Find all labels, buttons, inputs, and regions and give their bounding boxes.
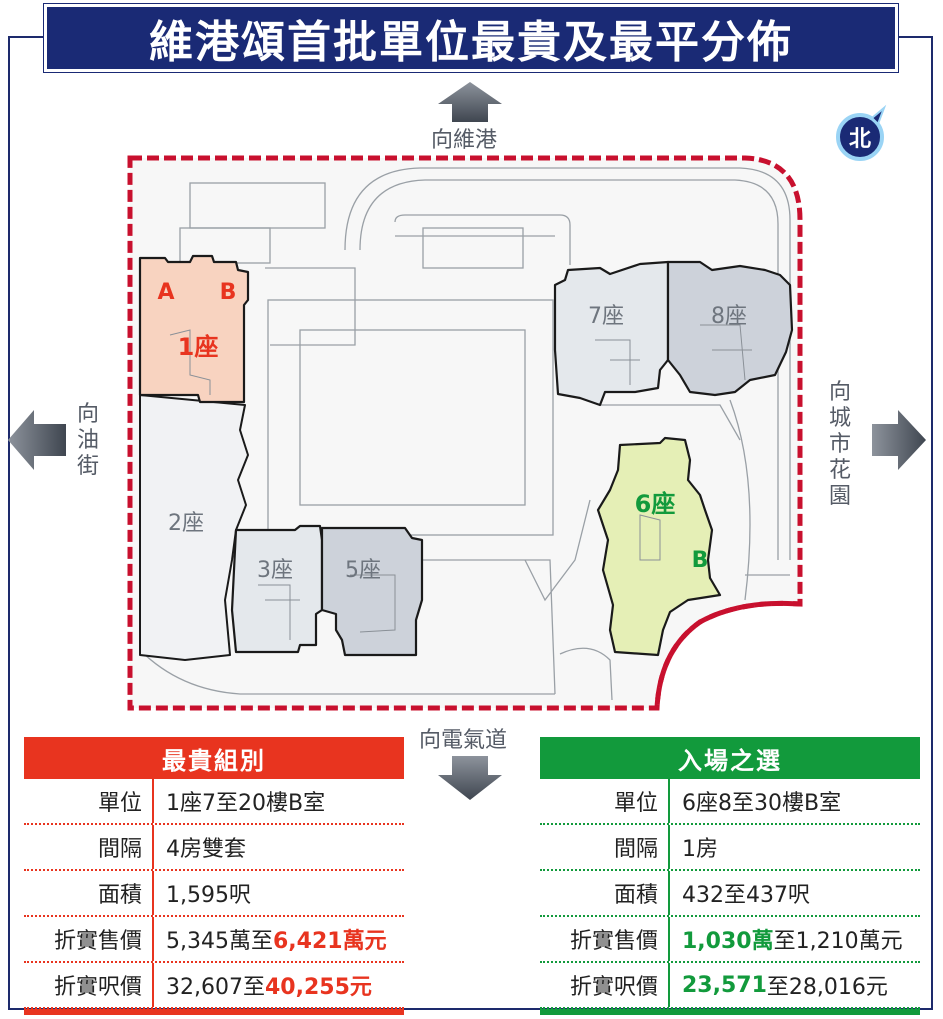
- block-6-unit-b-label: B: [692, 548, 709, 573]
- east-arrow-icon: [872, 410, 926, 470]
- direction-east-label: 向城市花園: [828, 380, 851, 509]
- block-6-arc: [654, 600, 801, 709]
- value-highlight: 40,255元: [264, 975, 372, 1000]
- block-7-label: 7座: [588, 304, 624, 329]
- row-label: 面積: [97, 883, 142, 908]
- north-arrow-icon: [438, 82, 502, 122]
- block-8-label: 8座: [711, 304, 747, 329]
- block-3-shape: [230, 524, 324, 654]
- cheap-panel-title: 入場之選: [540, 737, 920, 779]
- row-label: 折實呎價: [569, 975, 658, 1000]
- panel-footer-bar: [24, 1009, 404, 1015]
- block-5-label: 5座: [345, 558, 381, 583]
- cheap-panel: 入場之選 單位 6座8至30樓B室 間隔 1房 面積 432至437呎 折實售價…: [540, 737, 920, 1015]
- block-1-label: 1座: [178, 333, 219, 361]
- cheap-row-area: 面積 432至437呎: [540, 871, 920, 917]
- south-arrow-icon: [438, 756, 502, 800]
- block-8-shape: [666, 260, 794, 397]
- row-label: 間隔: [613, 837, 658, 862]
- block-5-shape: [320, 526, 424, 657]
- row-value: 6座8至30樓B室: [668, 779, 920, 823]
- row-label: 單位: [613, 791, 658, 816]
- direction-north-label: 向維港: [431, 128, 498, 153]
- expensive-panel: 最貴組別 單位 1座7至20樓B室 間隔 4房雙套 面積 1,595呎 折實售價…: [24, 737, 404, 1015]
- block-1-shape: [138, 254, 250, 404]
- expensive-panel-title: 最貴組別: [24, 737, 404, 779]
- page-title: 維港頌首批單位最貴及最平分佈: [149, 17, 793, 68]
- site-linework: [139, 167, 791, 701]
- value-text: 32,607至: [166, 975, 265, 1000]
- block-2-label: 2座: [168, 511, 204, 536]
- row-value: 4房雙套: [152, 825, 404, 869]
- cheap-row-unit: 單位 6座8至30樓B室: [540, 779, 920, 825]
- direction-west-label: 向油街: [76, 402, 99, 479]
- block-details: [169, 324, 752, 640]
- row-label: 折實售價: [569, 929, 658, 954]
- row-value: 1,595呎: [152, 871, 404, 915]
- row-label: 單位: [97, 791, 142, 816]
- block-6-label: 6座: [635, 490, 676, 518]
- value-text: 5,345萬至: [166, 929, 273, 954]
- value-highlight: 1,030萬: [682, 929, 774, 954]
- value-text-post: 至1,210萬元: [773, 929, 903, 954]
- row-value: 1房: [668, 825, 920, 869]
- panel-footer-bar: [540, 1009, 920, 1015]
- compass-label: 北: [849, 127, 871, 152]
- west-arrow-icon: [8, 410, 66, 470]
- row-label: 面積: [613, 883, 658, 908]
- row-value: 1,030萬至1,210萬元: [668, 917, 920, 961]
- expensive-row-unit: 單位 1座7至20樓B室: [24, 779, 404, 825]
- block-3-label: 3座: [257, 558, 293, 583]
- row-label: 折實售價: [53, 929, 142, 954]
- expensive-row-layout: 間隔 4房雙套: [24, 825, 404, 871]
- direction-south-label: 向電氣道: [419, 728, 508, 753]
- row-value: 1座7至20樓B室: [152, 779, 404, 823]
- title-banner: 維港頌首批單位最貴及最平分佈: [44, 4, 898, 72]
- row-label: 折實呎價: [53, 975, 142, 1000]
- north-compass-icon: 北: [836, 104, 887, 161]
- block-1-unit-b-label: B: [220, 280, 237, 305]
- block-6-shape: [596, 436, 722, 657]
- expensive-row-area: 面積 1,595呎: [24, 871, 404, 917]
- value-highlight: 6,421萬元: [272, 929, 387, 954]
- row-label: 間隔: [97, 837, 142, 862]
- block-7-shape: [553, 260, 670, 407]
- block-1-unit-a-label: A: [157, 280, 174, 305]
- cheap-row-layout: 間隔 1房: [540, 825, 920, 871]
- value-text-post: 至28,016元: [766, 975, 888, 1000]
- value-highlight: 23,571: [682, 972, 767, 998]
- row-value: 432至437呎: [668, 871, 920, 915]
- cheap-row-price: 折實售價 1,030萬至1,210萬元: [540, 917, 920, 963]
